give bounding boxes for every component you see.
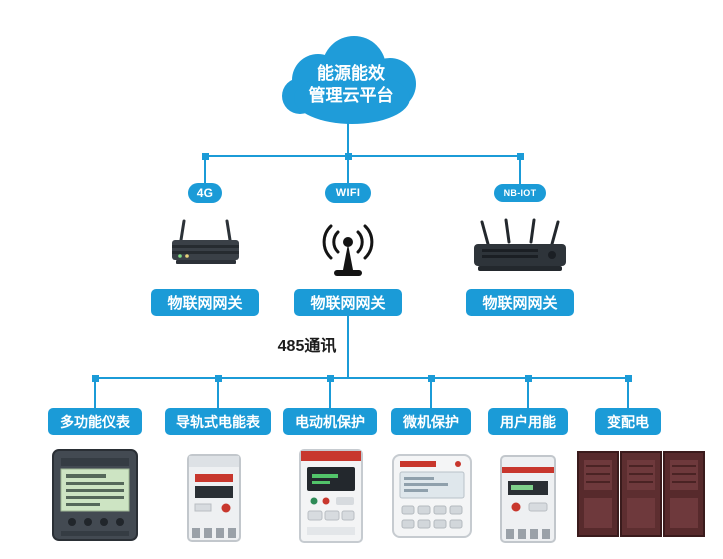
terminal-label-multifunction-meter: 多功能仪表: [48, 408, 142, 435]
badge-4g: 4G: [188, 183, 222, 203]
cloud-title: 能源能效 管理云平台: [274, 32, 428, 128]
gateway-to-bus-line: [347, 316, 349, 377]
power-distribution-cabinet-image: [577, 451, 705, 537]
din-rail-meter-image: [187, 454, 241, 542]
nbiot-router-image: [474, 218, 566, 271]
cloud-title-line1: 能源能效: [317, 63, 385, 83]
gateway-label-4g: 物联网网关: [151, 289, 259, 316]
drop-line-terminal-3: [329, 378, 331, 408]
gateway-label-wifi: 物联网网关: [294, 289, 402, 316]
drop-line-terminal-5: [527, 378, 529, 408]
terminal-bus-line: [94, 377, 629, 379]
drop-line-terminal-6: [627, 378, 629, 408]
cloud-platform: 能源能效 管理云平台: [274, 32, 428, 128]
badge-nbiot: NB-IOT: [494, 184, 546, 202]
drop-line-wifi: [347, 156, 349, 184]
user-energy-meter-image: [500, 455, 556, 543]
gateway-bus-line: [204, 155, 522, 157]
motor-protection-image: [299, 449, 363, 543]
drop-line-nbiot: [519, 156, 521, 184]
drop-line-terminal-2: [217, 378, 219, 408]
terminal-label-power-distribution: 变配电: [595, 408, 661, 435]
drop-line-4g: [204, 156, 206, 184]
micro-protection-image: [392, 454, 472, 538]
terminal-label-din-rail-meter: 导轨式电能表: [165, 408, 271, 435]
terminal-label-user-energy: 用户用能: [488, 408, 568, 435]
gateway-label-nbiot: 物联网网关: [466, 289, 574, 316]
cloud-icon: [282, 36, 416, 124]
multifunction-meter-image: [52, 449, 138, 541]
bus-485-label: 485通讯: [277, 338, 337, 355]
cloud-drop-line: [347, 122, 349, 156]
terminal-label-micro-protection: 微机保护: [391, 408, 471, 435]
4g-router-image: [172, 219, 239, 264]
terminal-label-motor-protection: 电动机保护: [283, 408, 377, 435]
wifi-antenna-image: [322, 224, 374, 276]
badge-wifi: WIFI: [325, 183, 371, 203]
drop-line-terminal-4: [430, 378, 432, 408]
drop-line-terminal-1: [94, 378, 96, 408]
cloud-title-line2: 管理云平台: [308, 86, 394, 105]
